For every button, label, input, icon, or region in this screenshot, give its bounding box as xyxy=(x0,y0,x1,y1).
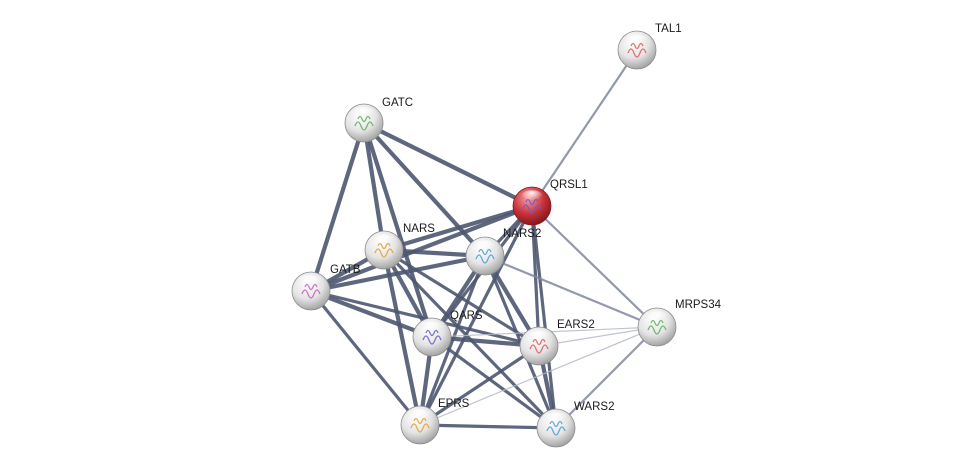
edge-nars-eprs[interactable] xyxy=(381,247,423,428)
edge-ears2-mrps34[interactable] xyxy=(538,326,658,347)
node-gloss xyxy=(520,190,544,205)
node-label: TAL1 xyxy=(655,23,682,35)
node-gloss xyxy=(473,240,497,255)
node-gloss xyxy=(527,330,551,345)
node-label: WARS2 xyxy=(574,401,614,413)
edge-qrsl1-mrps34[interactable] xyxy=(530,204,659,329)
node-label: QRSL1 xyxy=(550,179,588,191)
edge-gatc-gatb[interactable] xyxy=(308,120,367,294)
node-label: NARS xyxy=(403,223,435,235)
node-gloss xyxy=(372,234,396,249)
node-label: GATC xyxy=(382,97,413,109)
edge-qars-wars2[interactable] xyxy=(430,335,558,430)
edge-eprs-wars2[interactable] xyxy=(418,423,558,430)
node-qrsl1[interactable]: QRSL1 xyxy=(512,179,588,226)
node-gatb[interactable]: GATB xyxy=(291,264,361,311)
edge-gatb-ears2[interactable] xyxy=(309,289,541,348)
edge-gatc-nars[interactable] xyxy=(361,120,387,253)
node-mrps34[interactable]: MRPS34 xyxy=(637,299,722,347)
edge-eprs-mrps34[interactable] xyxy=(419,326,658,426)
edge-layer xyxy=(308,48,659,431)
edge-qrsl1-tal1[interactable] xyxy=(530,48,639,208)
node-label: GATB xyxy=(330,264,361,276)
node-ears2[interactable]: EARS2 xyxy=(519,319,595,366)
node-gloss xyxy=(544,412,568,427)
node-label: MRPS34 xyxy=(675,299,722,311)
edge-nars2-mrps34[interactable] xyxy=(483,254,659,329)
node-wars2[interactable]: WARS2 xyxy=(536,401,614,448)
edge-gatb-eprs[interactable] xyxy=(309,289,422,427)
node-gloss xyxy=(645,311,669,326)
node-label: NARS2 xyxy=(503,228,541,240)
node-qars[interactable]: QARS xyxy=(412,310,483,357)
node-eprs[interactable]: EPRS xyxy=(400,398,470,445)
node-nars[interactable]: NARS xyxy=(364,223,435,270)
node-gatc[interactable]: GATC xyxy=(344,97,413,143)
edge-gatc-nars2[interactable] xyxy=(361,120,488,259)
node-label: QARS xyxy=(450,310,483,322)
edge-nars-ears2[interactable] xyxy=(382,248,541,348)
node-gloss xyxy=(408,409,432,424)
node-label: EPRS xyxy=(438,398,470,410)
node-gloss xyxy=(625,34,649,49)
edge-qrsl1-eprs[interactable] xyxy=(418,204,534,427)
node-nars2[interactable]: NARS2 xyxy=(465,228,541,276)
node-gloss xyxy=(352,107,376,122)
edge-wars2-mrps34[interactable] xyxy=(554,325,659,430)
edge-ears2-eprs[interactable] xyxy=(418,344,541,427)
node-gloss xyxy=(420,321,444,336)
edge-gatc-qars[interactable] xyxy=(361,120,435,340)
node-tal1[interactable]: TAL1 xyxy=(617,23,682,70)
edge-gatb-qars[interactable] xyxy=(308,288,435,340)
edge-qrsl1-gatc[interactable] xyxy=(361,120,535,209)
node-label: EARS2 xyxy=(557,319,595,331)
edge-qrsl1-gatb[interactable] xyxy=(308,203,535,294)
node-gloss xyxy=(299,275,323,290)
edge-qrsl1-wars2[interactable] xyxy=(530,204,558,430)
